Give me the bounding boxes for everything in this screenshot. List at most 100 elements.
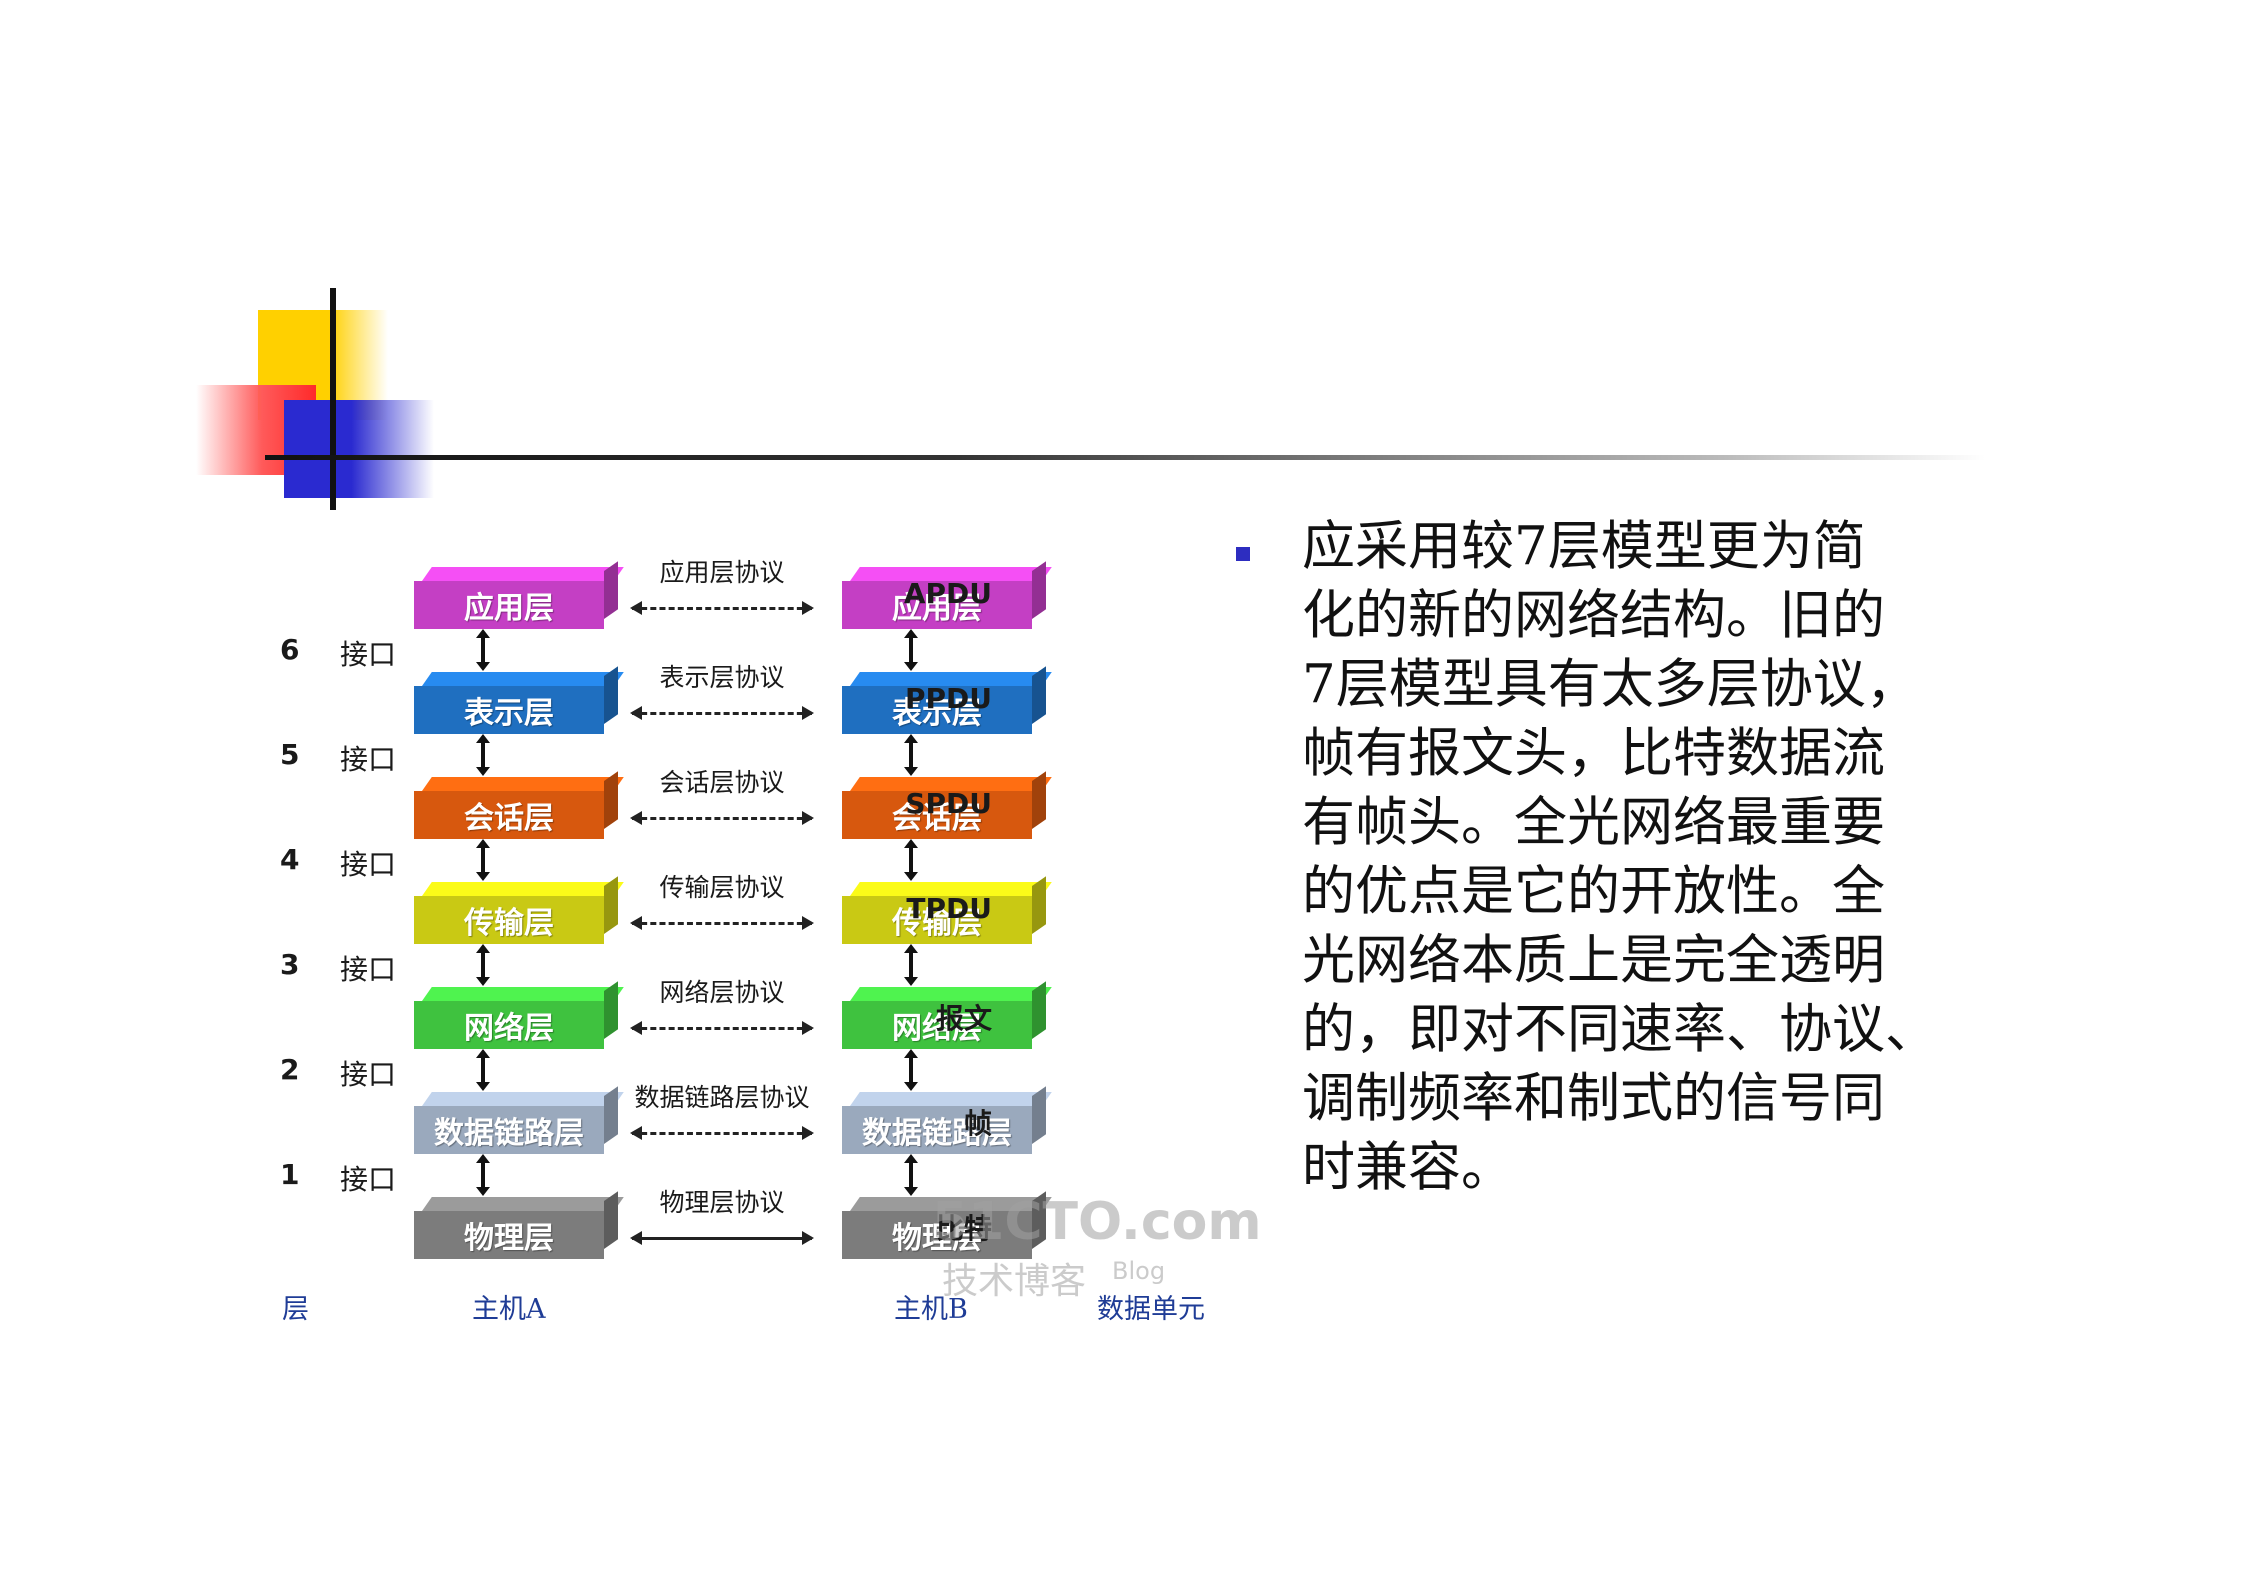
interface-label: 接口 <box>340 743 397 776</box>
interface-connector-left <box>476 629 490 671</box>
interface-label: 接口 <box>340 848 397 881</box>
host-a-label: 主机A <box>472 1294 546 1325</box>
layer-name: 会话层 <box>842 791 1032 839</box>
layer-box-top <box>422 777 624 791</box>
paragraph-line: 7层模型具有太多层协议， <box>1302 654 1919 715</box>
layer-box-side <box>1032 1086 1046 1144</box>
layer-box-top <box>422 672 624 686</box>
bullet-paragraph: 应采用较7层模型更为简化的新的网络结构。旧的 7层模型具有太多层协议， 帧有报文头，… <box>1302 512 2072 1202</box>
interface-connector-left <box>476 944 490 986</box>
layer-box-right: 数据链路层 <box>842 1086 1052 1154</box>
data-unit-label: SPDU <box>905 787 992 820</box>
layer-name: 传输层 <box>842 896 1032 944</box>
protocol-arrow <box>630 916 814 930</box>
protocol-label: 会话层协议 <box>659 768 785 797</box>
layer-box-side <box>1032 771 1046 829</box>
protocol-arrow <box>630 1231 814 1245</box>
interface-number: 6 <box>280 633 300 666</box>
interface-connector-right <box>904 839 918 881</box>
layer-name: 数据链路层 <box>414 1106 604 1154</box>
blue-square-decoration <box>284 400 434 498</box>
layer-box-side <box>1032 876 1046 934</box>
watermark-blog: Blog <box>1112 1257 1166 1285</box>
paragraph-line: 帧有报文头，比特数据流 <box>1302 723 1885 784</box>
interface-connector-left <box>476 1049 490 1091</box>
data-unit-label: 帧 <box>963 1107 992 1140</box>
paragraph-line: 光网络本质上是完全透明 <box>1302 930 1885 991</box>
watermark-brand: 51CTO.com <box>932 1192 1262 1252</box>
data-unit-label: APDU <box>903 577 992 610</box>
paragraph-line: 应采用较7层模型更为简 <box>1302 516 1866 577</box>
layer-name: 表示层 <box>414 686 604 734</box>
paragraph-line: 时兼容。 <box>1302 1137 1514 1198</box>
interface-label: 接口 <box>340 953 397 986</box>
interface-label: 接口 <box>340 638 397 671</box>
layer-box-left: 应用层 <box>414 561 624 629</box>
layer-box-side <box>1032 981 1046 1039</box>
interface-connector-left <box>476 1154 490 1196</box>
layer-box-right: 应用层 <box>842 561 1052 629</box>
interface-connector-left <box>476 839 490 881</box>
layer-box-right: 物理层 <box>842 1191 1052 1259</box>
data-unit-label: PPDU <box>904 682 992 715</box>
vertical-line-decoration <box>330 288 336 510</box>
layer-name: 表示层 <box>842 686 1032 734</box>
layer-box-top <box>422 1197 624 1211</box>
paragraph-line: 化的新的网络结构。旧的 <box>1302 585 1885 646</box>
protocol-arrow <box>630 1021 814 1035</box>
paragraph-line: 的，即对不同速率、协议、 <box>1302 999 1938 1060</box>
protocol-label: 数据链路层协议 <box>634 1083 810 1112</box>
layer-box-right: 表示层 <box>842 666 1052 734</box>
interface-number: 5 <box>280 738 300 771</box>
layer-box-side <box>1032 561 1046 619</box>
interface-number: 1 <box>280 1158 300 1191</box>
protocol-label: 表示层协议 <box>659 663 785 692</box>
layer-name: 物理层 <box>842 1211 1032 1259</box>
layer-box-top <box>422 882 624 896</box>
title-underline <box>265 455 1985 460</box>
interface-number: 3 <box>280 948 300 981</box>
interface-number: 2 <box>280 1053 300 1086</box>
layer-box-left: 表示层 <box>414 666 624 734</box>
watermark-sub: 技术博客 <box>942 1261 1087 1302</box>
interface-label: 接口 <box>340 1163 397 1196</box>
layer-box-right: 传输层 <box>842 876 1052 944</box>
layer-name: 网络层 <box>414 1001 604 1049</box>
layer-box-left: 会话层 <box>414 771 624 839</box>
layer-name: 网络层 <box>842 1001 1032 1049</box>
layer-box-right: 会话层 <box>842 771 1052 839</box>
layer-box-left: 网络层 <box>414 981 624 1049</box>
layer-name: 数据链路层 <box>842 1106 1032 1154</box>
layer-box-right: 网络层 <box>842 981 1052 1049</box>
protocol-arrow <box>630 811 814 825</box>
paragraph-line: 有帧头。全光网络最重要 <box>1302 792 1885 853</box>
host-b-label: 主机B <box>894 1294 968 1325</box>
paragraph-line: 调制频率和制式的信号同 <box>1302 1068 1885 1129</box>
layer-box-left: 数据链路层 <box>414 1086 624 1154</box>
data-unit-label: 比特 <box>935 1212 992 1245</box>
layer-box-left: 传输层 <box>414 876 624 944</box>
interface-label: 接口 <box>340 1058 397 1091</box>
protocol-arrow <box>630 706 814 720</box>
protocol-label: 传输层协议 <box>659 873 785 902</box>
interface-connector-right <box>904 629 918 671</box>
bullet-marker <box>1236 547 1250 561</box>
protocol-arrow <box>630 1126 814 1140</box>
layer-name: 会话层 <box>414 791 604 839</box>
data-unit-label: TPDU <box>906 892 992 925</box>
paragraph-line: 的优点是它的开放性。全 <box>1302 861 1885 922</box>
protocol-label: 应用层协议 <box>659 558 785 587</box>
layer-name: 应用层 <box>842 581 1032 629</box>
layer-box-side <box>1032 666 1046 724</box>
interface-connector-right <box>904 734 918 776</box>
interface-connector-left <box>476 734 490 776</box>
data-unit-label: 报文 <box>935 1002 992 1035</box>
protocol-label: 物理层协议 <box>659 1188 785 1217</box>
protocol-label: 网络层协议 <box>659 978 785 1007</box>
layer-footer-label: 层 <box>282 1294 309 1325</box>
layer-box-top <box>422 567 624 581</box>
interface-number: 4 <box>280 843 300 876</box>
layer-name: 应用层 <box>414 581 604 629</box>
protocol-arrow <box>630 601 814 615</box>
